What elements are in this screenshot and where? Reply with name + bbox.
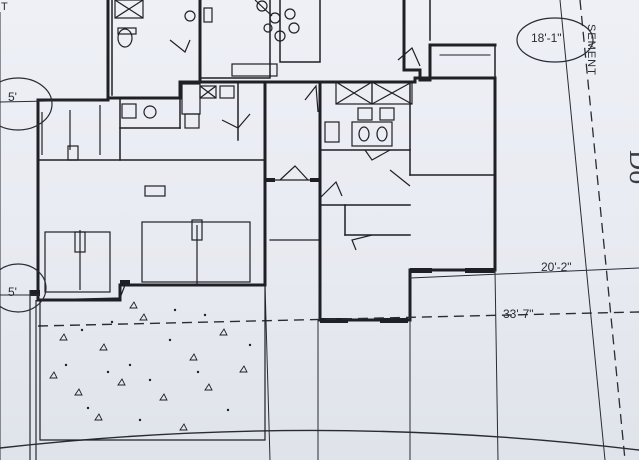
dimension-ovals	[0, 17, 594, 313]
dimension-right-low: 33'-7"	[503, 307, 534, 321]
door-swings	[169, 0, 421, 251]
easement-label: SEMENT	[585, 24, 597, 76]
dimension-left-upper: 5'	[8, 90, 17, 104]
dimension-left-lower: 5'	[8, 285, 17, 299]
right-edge-partial-label: Do	[623, 150, 639, 184]
wall-hatch-segments	[30, 178, 495, 323]
fixtures	[67, 0, 413, 253]
dimension-top-right: 18'-1"	[531, 31, 562, 45]
left-edge-label: T	[1, 1, 9, 13]
concrete-driveway	[39, 284, 266, 441]
garage-bays	[41, 105, 251, 293]
building-walls	[36, 0, 497, 322]
dimension-right-mid: 20'-2"	[541, 260, 572, 274]
